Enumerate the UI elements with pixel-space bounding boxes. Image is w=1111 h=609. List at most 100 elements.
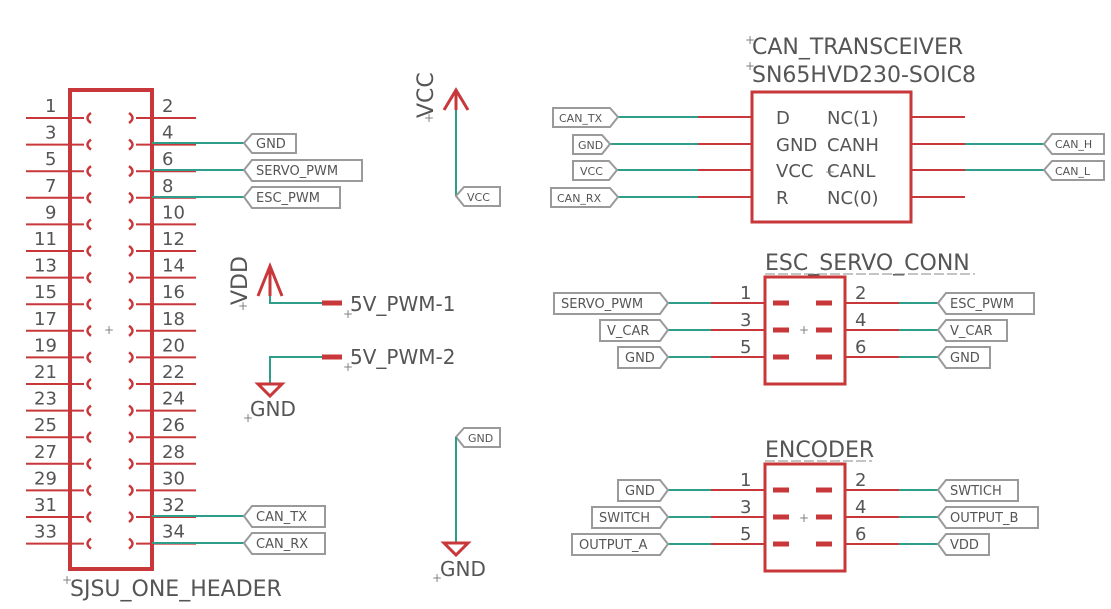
header-pin-30: 30 [162, 468, 185, 489]
net-label-enc-swtich: SWTICH [950, 484, 1002, 499]
encoder-connector[interactable]: ENCODER + 1 3 5 2 4 6 GND SWITCH OUTPUT_… [571, 438, 1039, 573]
header-net-servo[interactable]: SERVO_PWM [152, 159, 363, 182]
header-pin-32: 32 [162, 495, 185, 516]
header-pin-1: 1 [45, 96, 56, 117]
header-pin-22: 22 [162, 362, 185, 383]
header-pin-13: 13 [34, 256, 57, 277]
header-pin-19: 19 [34, 335, 57, 356]
header-pin-17: 17 [34, 309, 57, 330]
svg-text:+: + [825, 165, 835, 179]
net-label-can-tx: CAN_TX [256, 510, 307, 525]
svg-text:4: 4 [855, 497, 866, 518]
svg-text:3: 3 [740, 497, 751, 518]
net-label-t-vcc: VCC [580, 165, 603, 178]
pin-canh: CANH [827, 135, 879, 156]
net-label-enc-vdd: VDD [950, 538, 979, 553]
vcc-supply[interactable]: VCC + VCC [414, 72, 501, 207]
esc-servo-connector[interactable]: ESC_SERVO_CONN + 1 3 5 2 4 6 SERVO_PWM [553, 251, 1035, 386]
transceiver-body [750, 90, 913, 224]
pin-gnd: GND [776, 135, 817, 156]
header-pin-23: 23 [34, 389, 57, 410]
header-net-can-rx[interactable]: CAN_RX [152, 532, 326, 555]
net-label-can-rx: CAN_RX [256, 537, 308, 552]
gnd-supply-2[interactable]: GND GND + [432, 427, 501, 585]
header-pin-33: 33 [34, 522, 57, 543]
net-label-vcc: VCC [467, 191, 490, 204]
gnd-label-2: GND [440, 557, 486, 581]
svg-text:4: 4 [855, 310, 866, 331]
net-label-enc-output-b: OUTPUT_B [950, 511, 1018, 526]
svg-text:+: + [343, 307, 353, 321]
pin-nc0: NC(0) [827, 188, 879, 209]
header-pin-11: 11 [34, 229, 57, 250]
svg-text:+: + [432, 571, 442, 585]
net-label-e-gnd-right: GND [950, 351, 980, 366]
header-net-gnd[interactable]: GND [152, 133, 297, 154]
pin-d: D [776, 108, 790, 129]
header-name: SJSU_ONE_HEADER [70, 577, 282, 602]
header-pin-34: 34 [162, 522, 185, 543]
header-body [68, 88, 154, 571]
svg-text:2: 2 [855, 470, 866, 491]
net-label-esc-pwm: ESC_PWM [256, 191, 320, 206]
esc-conn-name: ESC_SERVO_CONN [765, 251, 970, 276]
net-label-t-gnd: GND [578, 139, 603, 152]
pad-5v-pwm-1: 5V_PWM-1 [350, 292, 455, 316]
header-pin-7: 7 [45, 176, 56, 197]
pad-5v-pwm-2: 5V_PWM-2 [350, 345, 455, 369]
svg-text:+: + [243, 411, 253, 425]
header-pin-9: 9 [45, 202, 56, 223]
net-label-e-servo-pwm: SERVO_PWM [561, 297, 643, 312]
svg-text:+: + [799, 323, 809, 337]
header-pin-21: 21 [34, 362, 57, 383]
header-pin-5: 5 [45, 149, 56, 170]
svg-text:+: + [238, 299, 248, 313]
net-label-servo-pwm: SERVO_PWM [256, 164, 338, 179]
header-pin-2: 2 [162, 96, 173, 117]
header-pin-18: 18 [162, 309, 185, 330]
header-pin-4: 4 [162, 123, 173, 144]
svg-text:6: 6 [855, 524, 866, 545]
header-net-can-tx[interactable]: CAN_TX [152, 505, 326, 528]
svg-text:+: + [62, 573, 72, 587]
transceiver-part: SN65HVD230-SOIC8 [752, 63, 976, 88]
pin-canl: CANL [827, 161, 875, 182]
svg-text:6: 6 [855, 337, 866, 358]
encoder-name: ENCODER [765, 438, 874, 463]
header-pin-27: 27 [34, 442, 57, 463]
pin-r: R [776, 188, 789, 209]
net-label-enc-switch: SWITCH [599, 511, 650, 526]
header-net-esc[interactable]: ESC_PWM [152, 186, 341, 209]
svg-text:+: + [424, 111, 434, 125]
net-label-e-esc-pwm: ESC_PWM [950, 297, 1014, 312]
vdd-supply[interactable]: VDD + 5V_PWM-1 + [228, 256, 455, 321]
svg-text:+: + [343, 360, 353, 374]
can-transceiver[interactable]: CAN_TRANSCEIVER + SN65HVD230-SOIC8 + D G… [550, 33, 1105, 224]
header-pin-29: 29 [34, 468, 57, 489]
svg-text:2: 2 [855, 283, 866, 304]
header-pin-20: 20 [162, 335, 185, 356]
gnd-supply-1[interactable]: 5V_PWM-2 + GND + [243, 345, 455, 425]
net-label-enc-output-a: OUTPUT_A [579, 538, 647, 553]
header-pin-6: 6 [162, 149, 173, 170]
gnd-label-1: GND [250, 397, 296, 421]
header-pin-15: 15 [34, 282, 57, 303]
net-label-t-can-l: CAN_L [1055, 165, 1091, 178]
svg-text:5: 5 [740, 337, 751, 358]
svg-text:+: + [104, 323, 114, 337]
vdd-label: VDD [228, 256, 253, 305]
transceiver-name: CAN_TRANSCEIVER [752, 35, 963, 60]
net-label-e-v-car-right: V_CAR [950, 324, 992, 339]
svg-text:+: + [745, 59, 755, 73]
svg-text:+: + [799, 511, 809, 525]
svg-text:3: 3 [740, 310, 751, 331]
vcc-label: VCC [414, 72, 439, 118]
net-label-t-can-h: CAN_H [1055, 138, 1092, 151]
svg-text:+: + [745, 33, 755, 47]
header-pin-16: 16 [162, 282, 185, 303]
svg-text:5: 5 [740, 524, 751, 545]
header-pin-10: 10 [162, 202, 185, 223]
